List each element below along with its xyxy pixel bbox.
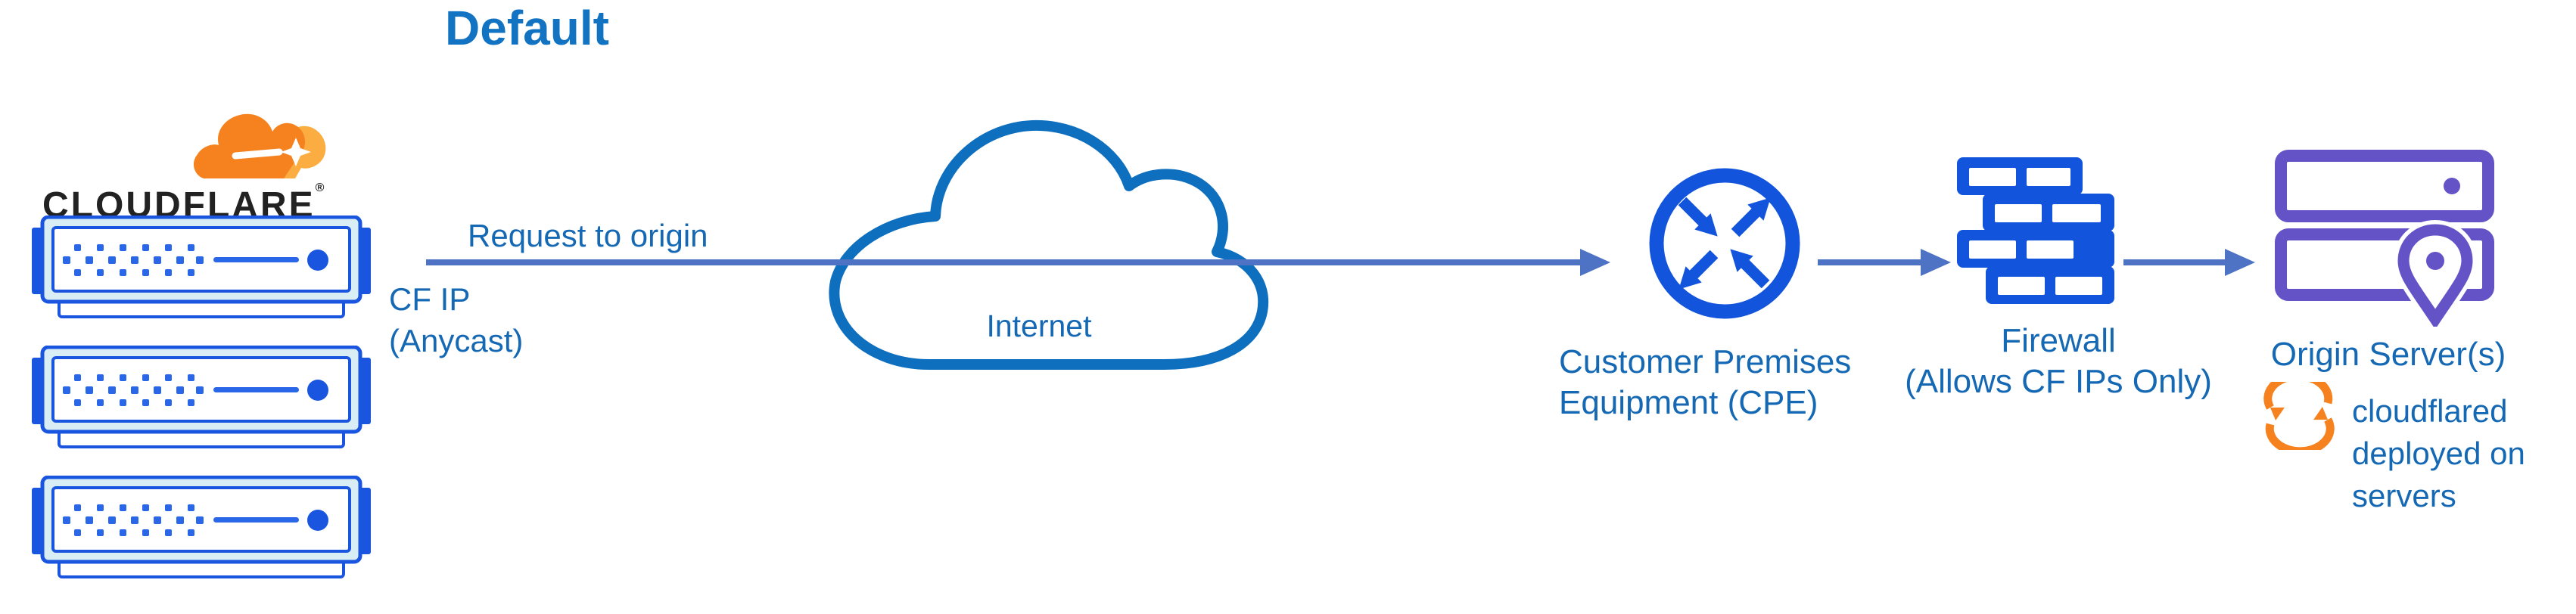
location-pin-icon	[2393, 219, 2478, 327]
firewall-label-line2: (Allows CF IPs Only)	[1905, 363, 2212, 400]
main-flow-arrow-head	[1580, 249, 1610, 276]
origin-servers-icon	[2275, 150, 2494, 327]
internet-label: Internet	[986, 309, 1092, 343]
cpe-label-line1: Customer Premises	[1559, 343, 1852, 380]
edge-server-icon	[32, 476, 371, 578]
cf-ip-anycast-label: CF IP (Anycast)	[389, 278, 523, 361]
firewall-brick-icon	[1957, 157, 2114, 304]
request-to-origin-label: Request to origin	[468, 218, 708, 253]
sync-arrows-icon	[2263, 382, 2335, 450]
main-flow-arrow-line	[426, 259, 1582, 265]
registered-trademark-symbol: ®	[315, 181, 325, 194]
edge-server-icon	[32, 216, 371, 318]
cf-ip-label-line1: CF IP	[389, 281, 471, 317]
cloudflared-annotation: cloudflared deployed on servers	[2352, 390, 2525, 517]
firewall-to-origin-arrow-line	[2123, 259, 2226, 265]
origin-servers-label: Origin Server(s)	[2270, 336, 2506, 373]
firewall-to-origin-arrow-head	[2225, 249, 2255, 276]
cloudflared-annotation-line3: servers	[2352, 478, 2456, 513]
cpe-label-line2: Equipment (CPE)	[1559, 384, 1818, 421]
cpe-router-icon	[1649, 168, 1800, 319]
diagram-title: Default	[445, 1, 609, 55]
cpe-to-firewall-arrow-head	[1921, 249, 1951, 276]
cpe-to-firewall-arrow-line	[1818, 259, 1922, 265]
edge-server-icon	[32, 346, 371, 448]
firewall-label: Firewall (Allows CF IPs Only)	[1881, 321, 2236, 402]
cpe-label: Customer Premises Equipment (CPE)	[1559, 342, 1851, 423]
firewall-label-line1: Firewall	[2001, 322, 2116, 359]
cloudflared-annotation-line1: cloudflared	[2352, 393, 2508, 429]
cloudflared-annotation-line2: deployed on	[2352, 436, 2525, 471]
cloudflare-logo-cloud-icon	[193, 113, 326, 178]
cf-ip-label-line2: (Anycast)	[389, 323, 524, 358]
